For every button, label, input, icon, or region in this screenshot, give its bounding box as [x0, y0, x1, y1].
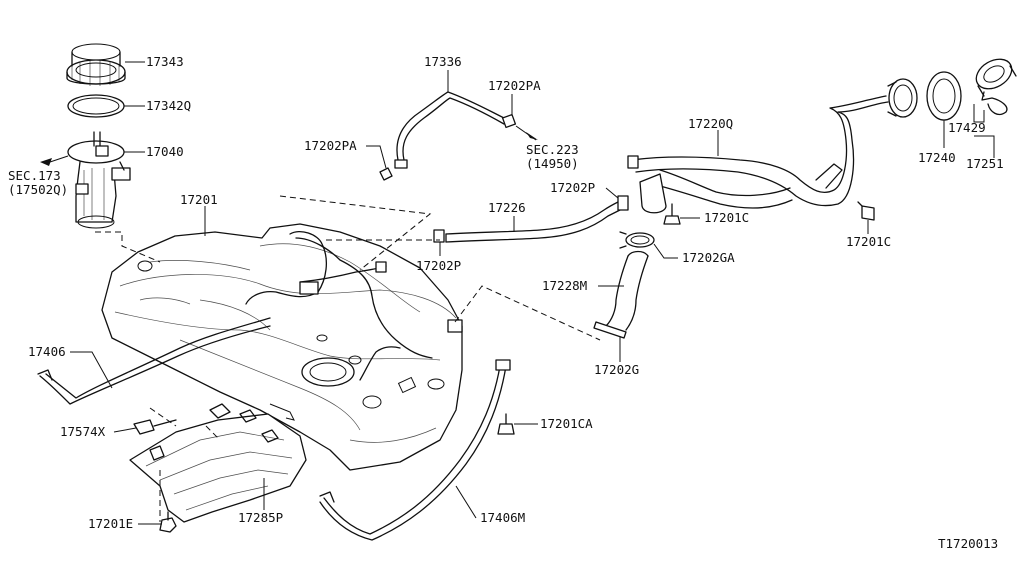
leader-17574x — [113, 427, 137, 433]
label-17285p: 17285P — [238, 510, 283, 525]
nut-17201e — [159, 511, 177, 533]
leader-17202pa-l — [366, 145, 387, 169]
leader-17202ga — [653, 243, 678, 259]
label-17226: 17226 — [488, 200, 526, 215]
leader-17202p-upper — [605, 187, 619, 199]
label-17201e: 17201E — [88, 516, 133, 531]
bracket-17574x — [133, 419, 177, 435]
label-17202ga: 17202GA — [682, 250, 735, 265]
label-17336: 17336 — [424, 54, 462, 69]
diagram-id: T1720013 — [938, 536, 998, 551]
label-sec223: SEC.223 — [526, 142, 579, 157]
strap-17406 — [37, 317, 271, 405]
label-17202pa-right: 17202PA — [488, 78, 541, 93]
hose-17228m — [593, 231, 655, 339]
lock-ring-17343 — [66, 43, 126, 86]
fuel-cap-17251 — [973, 58, 1017, 123]
label-sec173-ref: (17502Q) — [8, 182, 68, 197]
arrow-to-sec173 — [40, 158, 52, 166]
label-17201ca: 17201CA — [540, 416, 593, 431]
label-17202g: 17202G — [594, 362, 639, 377]
leader-17406m — [455, 485, 477, 519]
label-sec173: SEC.173 — [8, 168, 61, 183]
label-17228m: 17228M — [542, 278, 587, 293]
ref-line-evap — [279, 195, 432, 271]
label-17202p-lower: 17202P — [416, 258, 461, 273]
bolt-17201ca — [497, 413, 515, 435]
leader-17406 — [70, 351, 113, 389]
strap-17406m — [319, 359, 511, 541]
label-17343: 17343 — [146, 54, 184, 69]
hose-17226 — [433, 195, 629, 243]
heat-shield-17285p — [129, 403, 307, 523]
label-17201c-mid: 17201C — [704, 210, 749, 225]
ref-line-hose-lower — [454, 285, 601, 341]
ref-line-shield — [149, 407, 221, 522]
fuel-tank — [101, 223, 463, 471]
leader-17251 — [974, 135, 995, 158]
label-17202p-upper: 17202P — [550, 180, 595, 195]
label-17406m: 17406M — [480, 510, 525, 525]
label-17574x: 17574X — [60, 424, 106, 439]
bolt-17201c-right — [857, 201, 875, 221]
label-17220q: 17220Q — [688, 116, 733, 131]
label-17342q: 17342Q — [146, 98, 191, 113]
label-17251: 17251 — [966, 156, 1004, 171]
label-17240: 17240 — [918, 150, 956, 165]
label-17201: 17201 — [180, 192, 218, 207]
label-17202pa-left: 17202PA — [304, 138, 357, 153]
label-17201c-right: 17201C — [846, 234, 891, 249]
evap-hose-17336 — [379, 91, 517, 181]
ref-line-pump — [95, 231, 161, 263]
filler-seal-17240 — [926, 71, 962, 121]
bolt-17201c-mid — [663, 203, 681, 225]
gasket-17342q — [67, 94, 125, 118]
label-17406: 17406 — [28, 344, 66, 359]
fuel-pump-17040 — [67, 131, 131, 229]
label-17429: 17429 — [948, 120, 986, 135]
label-17040: 17040 — [146, 144, 184, 159]
label-sec223-ref: (14950) — [526, 156, 579, 171]
arrow-to-sec223 — [526, 132, 538, 140]
filler-tube-17220q — [627, 78, 918, 214]
